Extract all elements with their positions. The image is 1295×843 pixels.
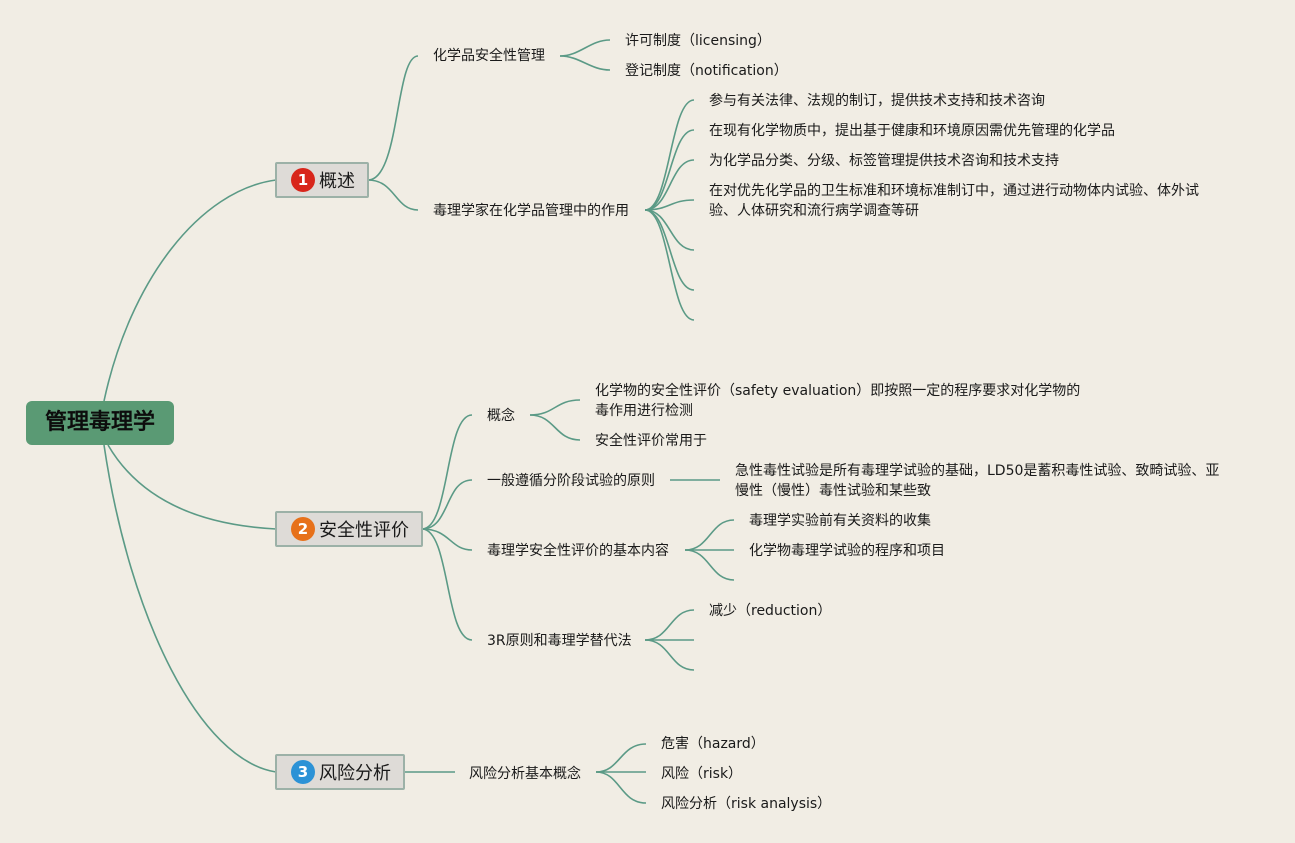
node-toxicologist-role[interactable]: 毒理学家在化学品管理中的作用 (433, 203, 629, 219)
root-node[interactable]: 管理毒理学 (26, 401, 174, 445)
leaf-licensing[interactable]: 许可制度（licensing） (625, 33, 771, 49)
node-chemical-safety-management[interactable]: 化学品安全性管理 (433, 48, 545, 64)
branch-risk-analysis-label: 风险分析 (319, 763, 391, 784)
number-3-icon: 3 (291, 760, 315, 784)
node-basic-content[interactable]: 毒理学安全性评价的基本内容 (487, 543, 669, 559)
leaf-role-1[interactable]: 参与有关法律、法规的制订，提供技术支持和技术咨询 (709, 93, 1045, 109)
node-risk-basic-concepts[interactable]: 风险分析基本概念 (469, 766, 581, 782)
leaf-data-collection[interactable]: 毒理学实验前有关资料的收集 (749, 513, 931, 529)
leaf-notification[interactable]: 登记制度（notification） (625, 63, 788, 79)
node-staged-testing-principle[interactable]: 一般遵循分阶段试验的原则 (487, 473, 655, 489)
branch-overview[interactable]: 1 概述 (275, 162, 369, 198)
leaf-safety-evaluation-usage[interactable]: 安全性评价常用于 (595, 433, 707, 449)
leaf-role-3[interactable]: 为化学品分类、分级、标签管理提供技术咨询和技术支持 (709, 153, 1059, 169)
leaf-risk-analysis[interactable]: 风险分析（risk analysis） (661, 796, 832, 812)
leaf-role-2[interactable]: 在现有化学物质中，提出基于健康和环境原因需优先管理的化学品 (709, 123, 1115, 139)
branch-risk-analysis[interactable]: 3 风险分析 (275, 754, 405, 790)
leaf-acute-toxicity-test[interactable]: 急性毒性试验是所有毒理学试验的基础，LD50是蓄积毒性试验、致畸试验、亚慢性（慢… (735, 463, 1220, 499)
leaf-safety-evaluation-definition[interactable]: 化学物的安全性评价（safety evaluation）即按照一定的程序要求对化… (595, 383, 1081, 419)
number-1-icon: 1 (291, 168, 315, 192)
branch-safety-evaluation[interactable]: 2 安全性评价 (275, 511, 423, 547)
leaf-risk[interactable]: 风险（risk） (661, 766, 743, 782)
leaf-role-4[interactable]: 在对优先化学品的卫生标准和环境标准制订中，通过进行动物体内试验、体外试验、人体研… (709, 183, 1199, 219)
node-3r-principle[interactable]: 3R原则和毒理学替代法 (487, 633, 632, 649)
leaf-hazard[interactable]: 危害（hazard） (661, 736, 765, 752)
leaf-test-procedure[interactable]: 化学物毒理学试验的程序和项目 (749, 543, 945, 559)
node-concept[interactable]: 概念 (487, 408, 515, 424)
branch-safety-evaluation-label: 安全性评价 (319, 520, 409, 541)
leaf-reduction[interactable]: 减少（reduction） (709, 603, 832, 619)
number-2-icon: 2 (291, 517, 315, 541)
branch-overview-label: 概述 (319, 171, 355, 192)
